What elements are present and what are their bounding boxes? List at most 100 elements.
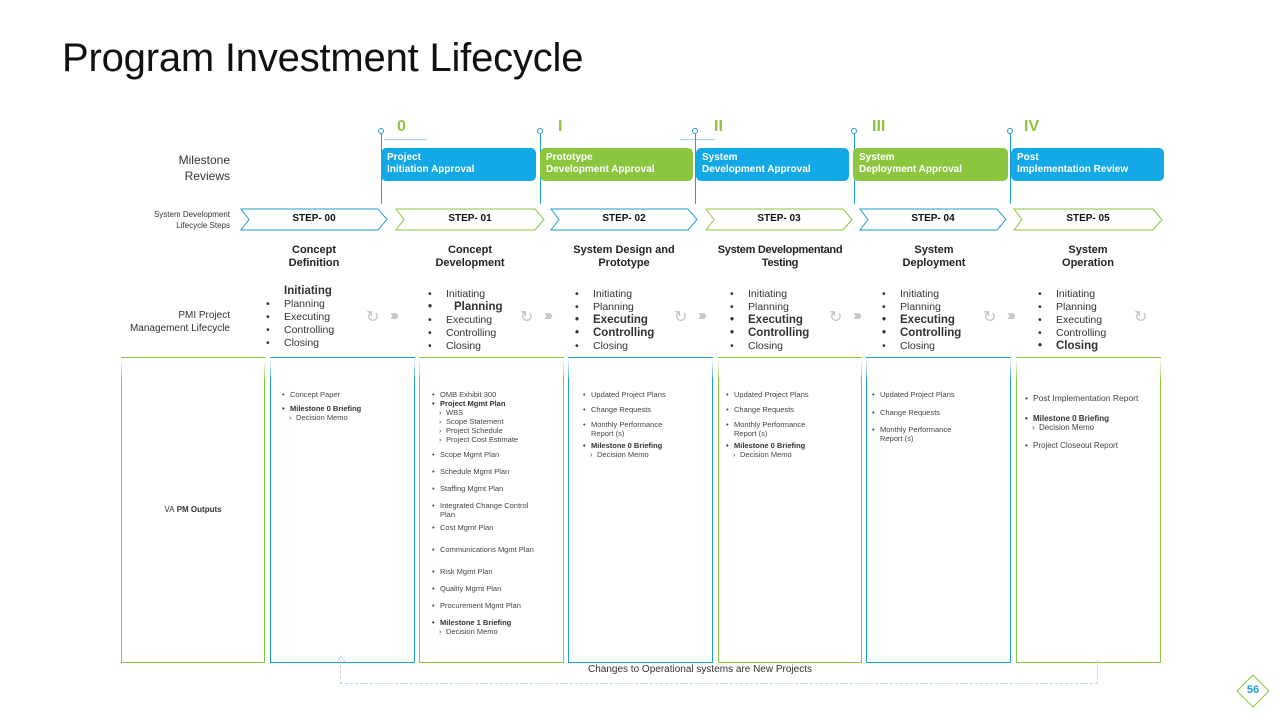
step-label: STEP- 04	[911, 213, 955, 224]
milestone-box-3: System Deployment Approval	[853, 148, 1008, 181]
output-item: Post Implementation Report	[1025, 394, 1157, 404]
outputs-list-4: Updated Project Plans Change Requests Mo…	[872, 390, 1002, 443]
pmi-list-4: Initiating Planning Executing Controllin…	[882, 288, 961, 353]
pmi-item: Controlling	[575, 327, 654, 340]
milestone-dot	[378, 128, 384, 134]
pmi-item: Planning	[730, 301, 809, 314]
step-arrow-3: STEP- 03	[705, 208, 853, 231]
double-chevron-icon: ›››	[853, 307, 862, 324]
page-number-badge: 56	[1236, 674, 1270, 708]
outputs-label-bold: PM Outputs	[176, 505, 222, 514]
output-subitem: Project Schedule	[432, 426, 560, 435]
output-item: Quality Mgmt Plan	[432, 584, 560, 593]
milestone-box-line2: Deployment Approval	[859, 164, 962, 175]
output-item: Monthly Performance	[583, 420, 708, 429]
cycle-icon: ↻	[829, 309, 843, 326]
step-label: STEP- 01	[448, 213, 492, 224]
output-item: Integrated Change Control	[432, 501, 560, 510]
output-subitem: Decision Memo	[432, 627, 560, 636]
label-line: Management Lifecycle	[129, 323, 230, 334]
outputs-list-2: Updated Project Plans Change Requests Mo…	[583, 390, 708, 459]
pmi-item: Closing	[1038, 340, 1106, 353]
milestone-dot	[1007, 128, 1013, 134]
pmi-item: Closing	[428, 340, 503, 353]
step-arrow-shape	[240, 208, 388, 231]
milestone-box-1: Prototype Development Approval	[540, 148, 693, 181]
pmi-item: Initiating	[284, 285, 332, 297]
label-line: Milestone	[178, 153, 230, 167]
pmi-item: Initiating	[882, 288, 961, 301]
step-label: STEP- 05	[1066, 213, 1110, 224]
output-item-continued: Plan	[440, 510, 456, 519]
page-title: Program Investment Lifecycle	[62, 36, 584, 80]
output-item: Project Mgmt Plan	[432, 399, 560, 408]
phase-line: Development	[435, 257, 505, 269]
double-chevron-icon: ›››	[1007, 307, 1016, 324]
phase-line: Prototype	[598, 257, 650, 269]
outputs-label-prefix: VA	[164, 505, 175, 514]
output-item: Milestone 1 Briefing	[432, 618, 560, 627]
milestone-numeral: I	[558, 118, 563, 135]
pmi-list-3: Initiating Planning Executing Controllin…	[730, 288, 809, 353]
step-arrow-shape	[1013, 208, 1163, 231]
pmi-item: Planning	[428, 301, 503, 314]
pmi-list-2: Initiating Planning Executing Controllin…	[575, 288, 654, 353]
output-item: Milestone 0 Briefing	[583, 441, 708, 450]
output-subitem: Decision Memo	[726, 450, 854, 459]
output-subitem: WBS	[432, 408, 560, 417]
milestone-reviews-label: Milestone Reviews	[130, 152, 230, 184]
pmi-item: Initiating	[1038, 288, 1106, 301]
step-arrow-shape	[395, 208, 545, 231]
output-item: Updated Project Plans	[872, 390, 1002, 399]
milestone-underline	[680, 139, 714, 140]
output-item: Procurement Mgmt Plan	[432, 601, 560, 610]
milestone-dot	[692, 128, 698, 134]
outputs-list-0: Concept Paper Milestone 0 Briefing Decis…	[282, 390, 410, 422]
step-label: STEP- 02	[602, 213, 646, 224]
output-item: Updated Project Plans	[583, 390, 708, 399]
output-item: Staffing Mgmt Plan	[432, 484, 560, 493]
pmi-item: Executing	[575, 314, 654, 327]
milestone-numeral: II	[714, 118, 723, 135]
feedback-note: Changes to Operational systems are New P…	[588, 664, 812, 675]
output-item: Change Requests	[583, 405, 708, 414]
outputs-list-3: Updated Project Plans Change Requests Mo…	[726, 390, 854, 459]
phase-line: System	[914, 244, 954, 256]
page-number: 56	[1246, 684, 1260, 696]
milestone-box-line2: Initiation Approval	[387, 164, 475, 175]
outputs-list-5: Post Implementation Report Milestone 0 B…	[1025, 394, 1157, 451]
output-item-continued: Report (s)	[734, 429, 768, 438]
milestone-box-line2: Implementation Review	[1017, 164, 1129, 175]
step-arrow-2: STEP- 02	[550, 208, 698, 231]
milestone-stem	[695, 134, 696, 204]
phase-line: Operation	[1062, 257, 1114, 269]
step-arrow-4: STEP- 04	[859, 208, 1007, 231]
step-arrow-1: STEP- 01	[395, 208, 545, 231]
pmi-item: Initiating	[428, 288, 503, 301]
output-item-continued: Report (s)	[591, 429, 625, 438]
double-chevron-icon: ›››	[544, 307, 553, 324]
output-item: Concept Paper	[282, 390, 410, 399]
output-item: Change Requests	[872, 408, 1002, 417]
milestone-numeral: IV	[1024, 118, 1040, 135]
pmi-item: Controlling	[266, 324, 334, 337]
milestone-box-2: System Development Approval	[696, 148, 849, 181]
outputs-label-column	[121, 357, 265, 663]
milestone-box-line1: Prototype	[546, 152, 593, 163]
output-item: OMB Exhibit 300	[432, 390, 560, 399]
label-line: Lifecycle Steps	[176, 221, 230, 230]
step-label: STEP- 00	[292, 213, 336, 224]
step-arrow-0: STEP- 00	[240, 208, 388, 231]
pmi-item: Initiating	[730, 288, 809, 301]
milestone-box-0: Project Initiation Approval	[381, 148, 536, 181]
output-subitem: Decision Memo	[583, 450, 708, 459]
pmi-item: Executing	[1038, 314, 1106, 327]
step-label: STEP- 03	[757, 213, 801, 224]
pmi-item: Controlling	[730, 327, 809, 340]
label-line: System Development	[153, 210, 230, 219]
